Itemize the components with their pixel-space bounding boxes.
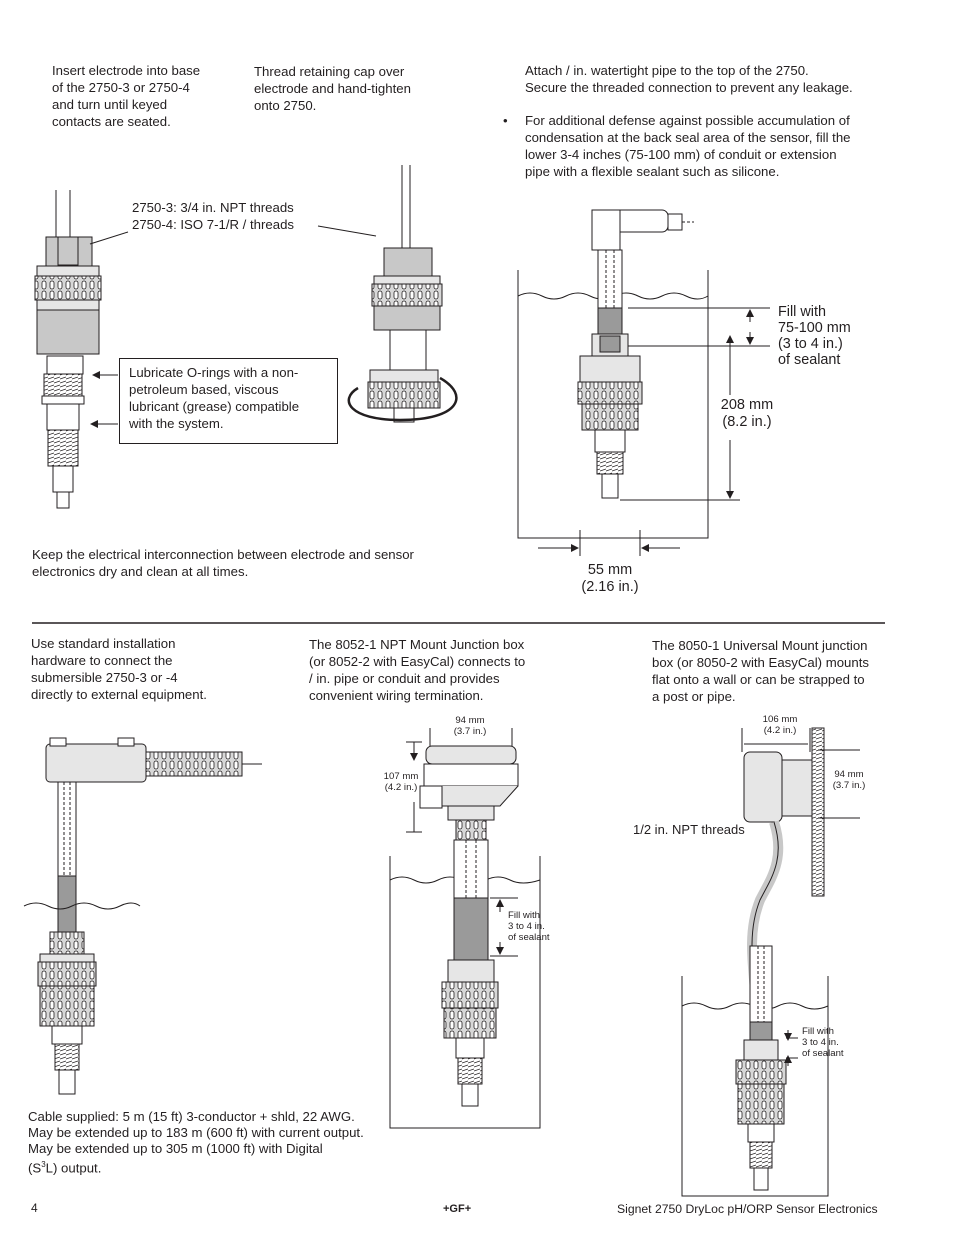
page-number: 4 xyxy=(31,1201,38,1215)
fig-universal-junction xyxy=(681,727,860,1197)
step-thread-cap: Thread retaining cap over electrode and … xyxy=(254,64,411,113)
universal-junction-text: The 8050-1 Universal Mount junction box … xyxy=(652,638,869,704)
cable-superscript: 3 xyxy=(41,1160,46,1169)
step-insert-electrode: Insert electrode into base of the 2750-3… xyxy=(52,63,201,129)
keep-dry-note: Keep the electrical interconnection betw… xyxy=(32,547,414,579)
step-attach-pipe: Attach / in. watertight pipe to the top … xyxy=(525,63,853,95)
dim-106mm: 106 mm (4.2 in.) xyxy=(762,714,798,736)
gf-logo: +GF+ xyxy=(443,1203,472,1215)
bullet-mark: • xyxy=(503,113,508,128)
fig-submersible xyxy=(23,737,262,1095)
dim-107mm: 107 mm (4.2 in.) xyxy=(383,771,419,793)
cable-line-2: May be extended up to 183 m (600 ft) wit… xyxy=(28,1125,364,1140)
bullet-sealant-note: For additional defense against possible … xyxy=(525,113,851,179)
cable-line-1: Cable supplied: 5 m (15 ft) 3-conductor … xyxy=(28,1109,355,1124)
fig-sensor-electrode xyxy=(34,190,129,509)
npt-junction-text: The 8052-1 NPT Mount Junction box (or 80… xyxy=(309,637,526,703)
cable-line-4: (S3L) output. xyxy=(28,1156,101,1176)
cable-line-4b: L) output. xyxy=(45,1160,102,1176)
cable-line-4a: (S xyxy=(28,1160,42,1176)
threads-label: 2750-3: 3/4 in. NPT threads 2750-4: ISO … xyxy=(132,200,294,232)
lubricate-callout: Lubricate O-rings with a non- petroleum … xyxy=(119,358,338,444)
dim-94mm-a: 94 mm (3.7 in.) xyxy=(453,715,487,737)
lubricate-note: Lubricate O-rings with a non- petroleum … xyxy=(129,365,300,431)
fill-sealant-small-2: Fill with 3 to 4 in. of sealant xyxy=(802,1026,844,1059)
dim-94mm-b: 94 mm (3.7 in.) xyxy=(832,769,866,791)
cable-line-3: May be extended up to 305 m (1000 ft) wi… xyxy=(28,1141,323,1156)
width-dimension: 55 mm (2.16 in.) xyxy=(581,562,639,595)
fill-sealant-small-1: Fill with 3 to 4 in. of sealant xyxy=(508,910,550,943)
depth-dimension: 208 mm (8.2 in.) xyxy=(720,397,774,430)
fig-tank-install xyxy=(517,209,770,556)
npt-threads-label: 1/2 in. NPT threads xyxy=(633,822,745,837)
footer-title: Signet 2750 DryLoc pH/ORP Sensor Electro… xyxy=(617,1202,878,1216)
standard-hardware-text: Use standard installation hardware to co… xyxy=(31,636,207,702)
fig-retaining-cap xyxy=(317,165,458,423)
fill-sealant-label: Fill with 75-100 mm (3 to 4 in.) of seal… xyxy=(778,304,851,368)
fig-npt-junction xyxy=(389,728,541,1129)
